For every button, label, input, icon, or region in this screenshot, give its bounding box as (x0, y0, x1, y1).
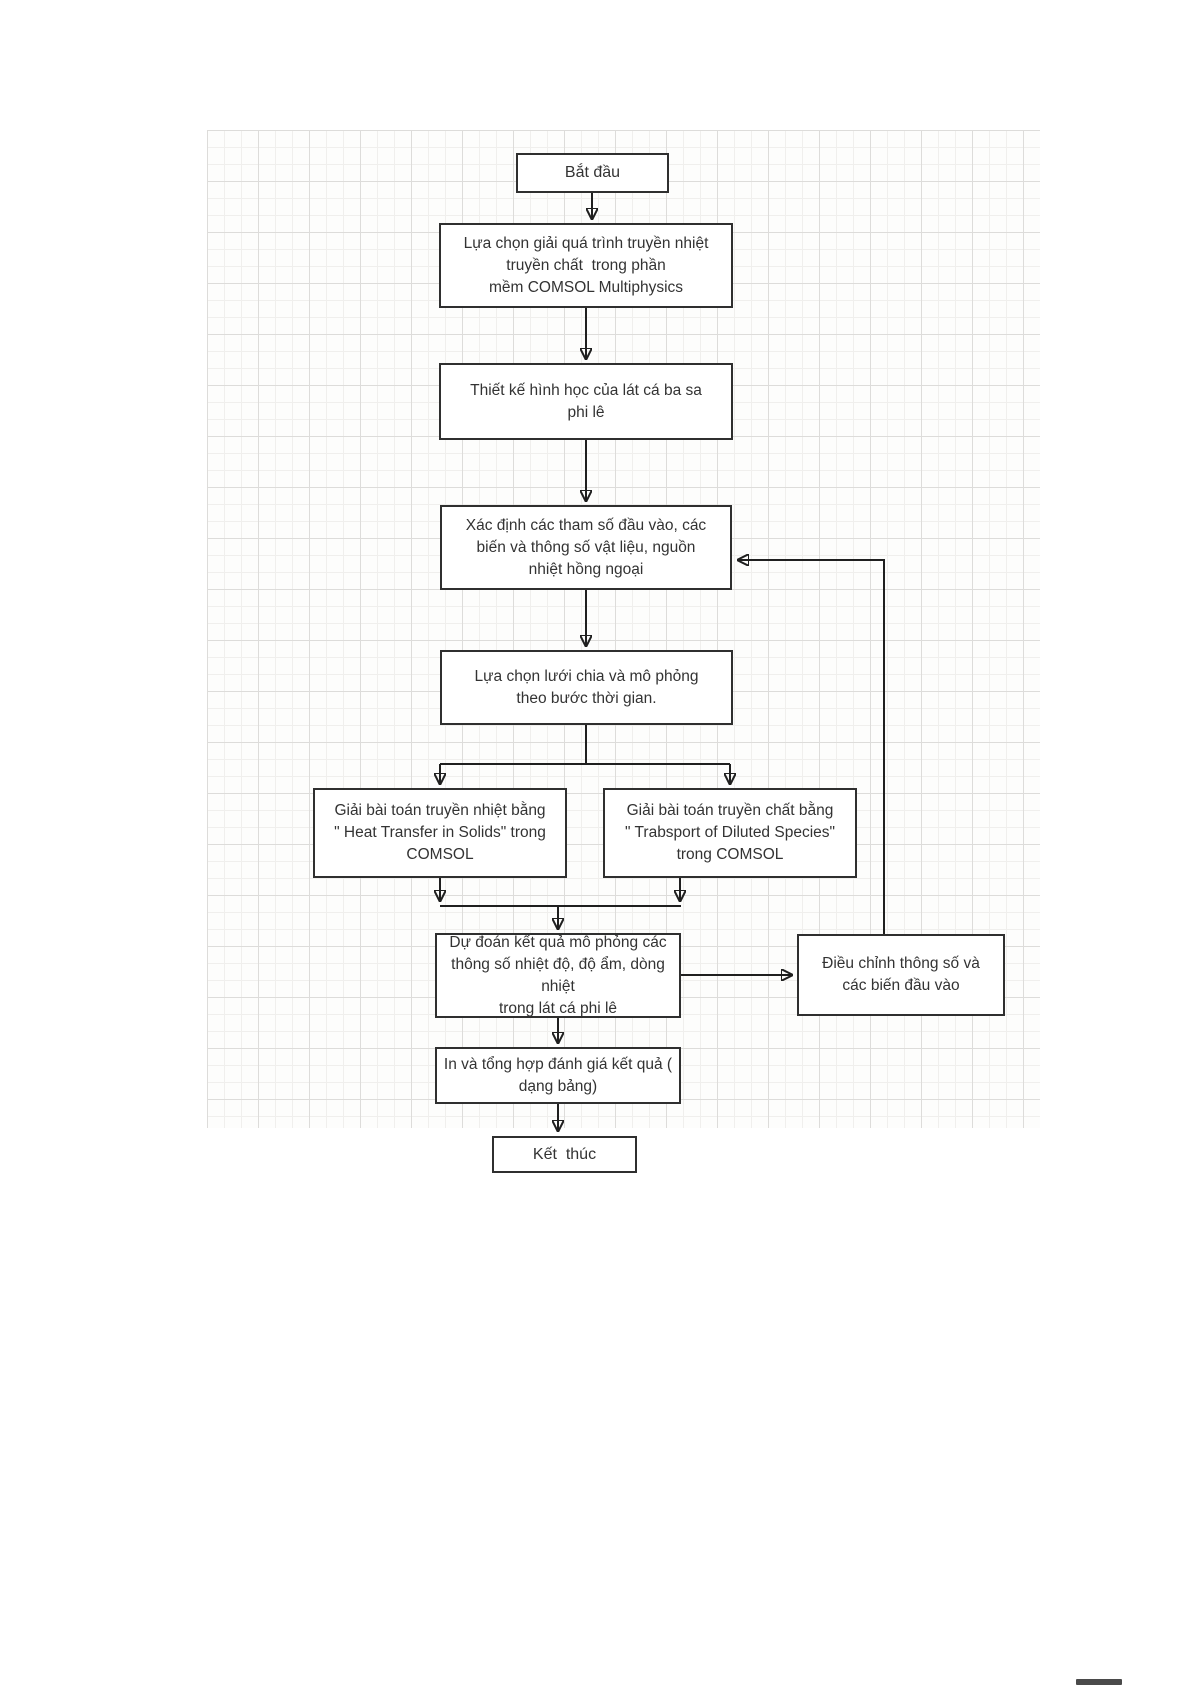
flow-node-end: Kết thúc (492, 1136, 637, 1173)
flow-node-mesh: Lựa chọn lưới chia và mô phỏng theo bước… (440, 650, 733, 725)
flow-node-mass-branch: Giải bài toán truyền chất bằng " Trabspo… (603, 788, 857, 878)
scan-artifact-mark (1076, 1679, 1122, 1685)
flow-node-start: Bắt đầu (516, 153, 669, 193)
flow-node-adjust: Điều chỉnh thông số và các biến đầu vào (797, 934, 1005, 1016)
flow-node-predict: Dự đoán kết quả mô phỏng các thông số nh… (435, 933, 681, 1018)
flow-node-report: In và tổng hợp đánh giá kết quả ( dạng b… (435, 1047, 681, 1104)
flow-node-heat-branch: Giải bài toán truyền nhiệt bằng " Heat T… (313, 788, 567, 878)
flow-node-geometry: Thiết kế hình học của lát cá ba sa phi l… (439, 363, 733, 440)
flow-node-select-physics: Lựa chọn giải quá trình truyền nhiệt tru… (439, 223, 733, 308)
flow-node-parameters: Xác định các tham số đầu vào, các biến v… (440, 505, 732, 590)
